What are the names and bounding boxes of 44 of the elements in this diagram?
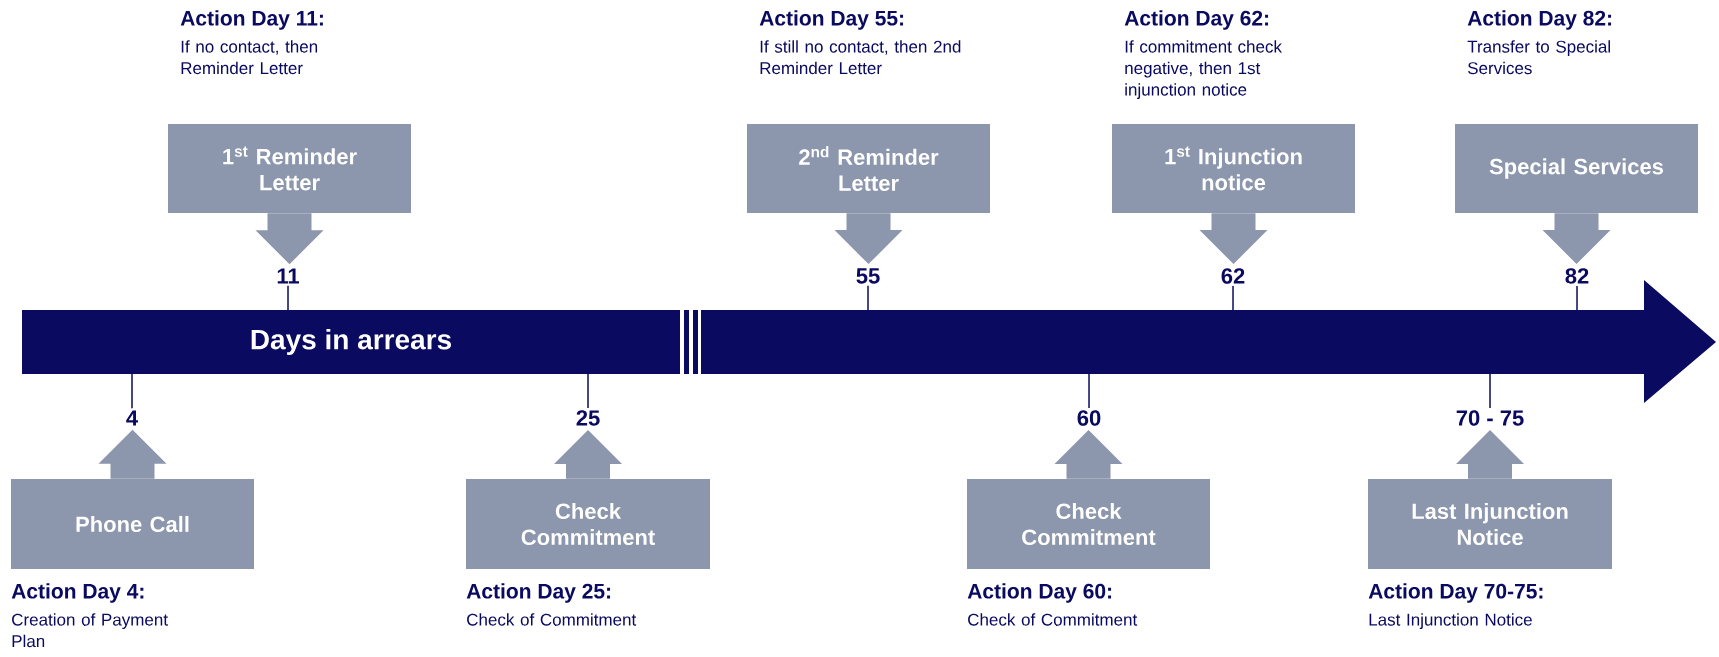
block-arrow — [1542, 213, 1611, 264]
action-heading: Action Day 4: — [11, 583, 144, 603]
step-box: Check Commitment — [466, 479, 710, 569]
action-heading: Action Day 82: — [1467, 10, 1612, 30]
action-description: If commitment check negative, then 1st injunction notice — [1125, 40, 1282, 100]
action-description: If still no contact, then 2nd Reminder Letter — [760, 40, 961, 75]
action-heading: Action Day 60: — [967, 583, 1112, 603]
action-description: Transfer to Special Services — [1467, 40, 1610, 75]
action-description: Creation of Payment Plan — [12, 613, 168, 648]
tick-line — [1232, 285, 1234, 311]
block-arrow — [1054, 430, 1123, 479]
action-description: Last Injunction Notice — [1369, 613, 1532, 630]
day-number: 4 — [126, 410, 138, 426]
tick-line — [131, 373, 133, 409]
step-box: 1$^{st}$ Reminder Letter — [168, 124, 411, 213]
block-arrow — [1199, 213, 1268, 264]
action-heading: Action Day 62: — [1124, 10, 1269, 30]
tick-line — [1088, 373, 1090, 409]
day-number: 70 - 75 — [1456, 410, 1524, 426]
action-heading: Action Day 55: — [759, 10, 904, 30]
action-heading: Action Day 11: — [180, 10, 323, 30]
action-heading: Action Day 70-75: — [1368, 583, 1543, 603]
tick-line — [1576, 285, 1578, 311]
step-box: Last Injunction Notice — [1368, 479, 1612, 569]
block-arrow — [255, 213, 324, 265]
block-arrow — [554, 430, 622, 479]
block-arrow — [98, 429, 167, 479]
step-box: Check Commitment — [967, 479, 1210, 569]
step-box: Special Services — [1455, 124, 1698, 213]
action-description: If no contact, then Reminder Letter — [181, 40, 318, 75]
action-heading: Action Day 25: — [466, 583, 611, 603]
day-number: 60 — [1077, 410, 1101, 426]
action-description: Check of Commitment — [968, 613, 1138, 626]
step-box: 2$^{nd}$ Reminder Letter — [747, 124, 990, 213]
tick-line — [1489, 373, 1491, 409]
tick-line — [287, 285, 289, 311]
step-box: Phone Call — [11, 479, 254, 569]
action-description: Check of Commitment — [467, 613, 637, 626]
block-arrow — [1456, 430, 1524, 479]
day-number: 25 — [576, 410, 600, 426]
block-arrow — [834, 213, 903, 265]
tick-line — [867, 285, 869, 311]
tick-line — [587, 373, 589, 409]
step-box: 1$^{st}$ Injunction notice — [1112, 124, 1355, 213]
